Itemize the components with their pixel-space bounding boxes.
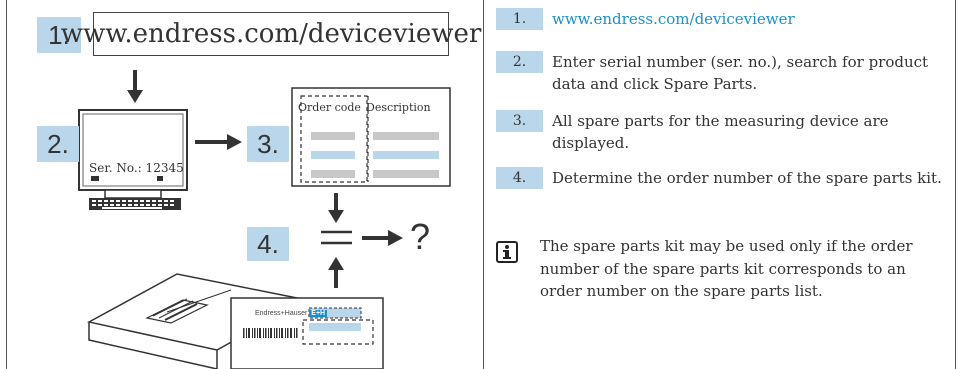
note-text: The spare parts kit may be used only if … (540, 237, 913, 300)
serial-number-label: Ser. No.: 12345 (89, 161, 184, 175)
step-label-4: 4. (247, 227, 289, 261)
procedure-illustration: 1. www.endress.com/deviceviewer (7, 0, 483, 369)
step-text: Enter serial number (ser. no.), search f… (552, 53, 929, 93)
step-label-2: 2. (37, 126, 79, 162)
order-code-header: Order code (298, 101, 361, 114)
keyboard-icon (89, 198, 181, 210)
spare-parts-list-panel (291, 87, 451, 187)
step-number: 1. (496, 8, 543, 30)
diagram-graphics (78, 70, 451, 369)
step-text: All spare parts for the measuring device… (552, 112, 889, 152)
url-box: www.endress.com/deviceviewer (61, 12, 481, 56)
column-divider (483, 0, 484, 369)
step-number: 3. (496, 110, 543, 132)
device-viewer-link[interactable]: www.endress.com/deviceviewer (552, 10, 795, 28)
question-mark: ? (410, 216, 431, 257)
package-box-icon (86, 273, 310, 369)
barcode-icon (243, 328, 298, 338)
arrow-up-icon (328, 257, 344, 288)
brand-logo-icon: E+H (309, 310, 328, 317)
step-label-3: 3. (247, 126, 289, 162)
page-frame (6, 0, 956, 369)
description-header: Description (366, 101, 431, 114)
product-label-card (230, 297, 384, 369)
equals-icon (321, 230, 352, 245)
arrow-down-icon (127, 70, 143, 103)
arrow-right-icon (362, 230, 403, 246)
monitor-icon (78, 109, 188, 199)
step-number: 4. (496, 167, 543, 189)
step-text: Determine the order number of the spare … (552, 169, 942, 187)
arrow-right-icon (195, 134, 242, 150)
brand-label: Endress+Hauser E+H (255, 310, 328, 317)
arrow-down-icon (328, 193, 344, 223)
info-icon (496, 241, 518, 263)
instructions-panel: 1. www.endress.com/deviceviewer 2. Enter… (484, 0, 956, 369)
step-label-1: 1. (37, 17, 81, 53)
step-number: 2. (496, 51, 543, 73)
